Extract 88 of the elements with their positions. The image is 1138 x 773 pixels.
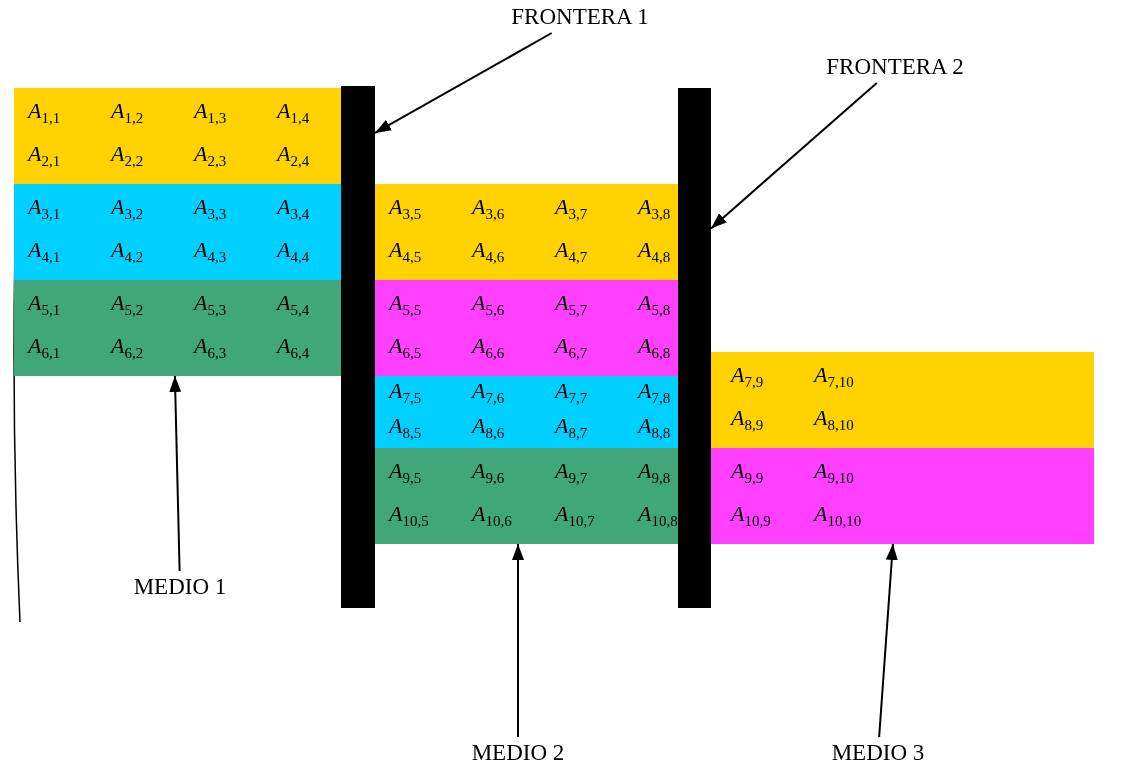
matrix-entry: A$_{2,3}$ bbox=[194, 140, 228, 172]
medium-label: MEDIO 3 bbox=[808, 740, 948, 766]
matrix-entry: A$_{8,6}$ bbox=[472, 412, 506, 444]
matrix-entry: A$_{9,9}$ bbox=[731, 457, 765, 489]
matrix-entry: A$_{5,6}$ bbox=[472, 289, 506, 321]
matrix-entry: A$_{8,7}$ bbox=[555, 412, 589, 444]
matrix-entry: A$_{2,2}$ bbox=[111, 140, 145, 172]
matrix-entry: A$_{6,1}$ bbox=[28, 332, 62, 364]
matrix-entry: A$_{2,1}$ bbox=[28, 140, 62, 172]
boundary-bar bbox=[341, 86, 375, 608]
matrix-entry: A$_{4,3}$ bbox=[194, 236, 228, 268]
matrix-entry: A$_{3,1}$ bbox=[28, 193, 62, 225]
matrix-entry: A$_{10,9}$ bbox=[731, 500, 772, 532]
matrix-entry: A$_{6,6}$ bbox=[472, 332, 506, 364]
matrix-entry: A$_{3,2}$ bbox=[111, 193, 145, 225]
boundary-bar bbox=[678, 88, 711, 608]
matrix-entry: A$_{7,9}$ bbox=[731, 361, 765, 393]
matrix-entry: A$_{1,1}$ bbox=[28, 97, 62, 129]
color-band bbox=[375, 448, 678, 544]
matrix-entry: A$_{6,7}$ bbox=[555, 332, 589, 364]
matrix-entry: A$_{5,1}$ bbox=[28, 289, 62, 321]
matrix-entry: A$_{10,8}$ bbox=[638, 500, 679, 532]
matrix-entry: A$_{8,8}$ bbox=[638, 412, 672, 444]
matrix-entry: A$_{10,5}$ bbox=[389, 500, 430, 532]
matrix-entry: A$_{3,3}$ bbox=[194, 193, 228, 225]
color-band bbox=[375, 280, 678, 376]
medium-label: FRONTERA 2 bbox=[800, 54, 990, 80]
medium-label: MEDIO 2 bbox=[448, 740, 588, 766]
color-band bbox=[711, 352, 1094, 448]
matrix-entry: A$_{10,10}$ bbox=[814, 500, 863, 532]
matrix-entry: A$_{10,7}$ bbox=[555, 500, 596, 532]
arrow bbox=[512, 543, 524, 738]
color-band bbox=[14, 184, 341, 280]
matrix-entry: A$_{5,3}$ bbox=[194, 289, 228, 321]
matrix-entry: A$_{4,1}$ bbox=[28, 236, 62, 268]
medium-label: MEDIO 1 bbox=[110, 574, 250, 600]
color-band bbox=[711, 448, 1094, 544]
matrix-entry: A$_{10,6}$ bbox=[472, 500, 513, 532]
matrix-entry: A$_{1,3}$ bbox=[194, 97, 228, 129]
matrix-entry: A$_{5,4}$ bbox=[277, 289, 311, 321]
arrow bbox=[710, 82, 878, 230]
medium-block bbox=[711, 352, 1094, 544]
matrix-entry: A$_{9,6}$ bbox=[472, 457, 506, 489]
color-band bbox=[14, 280, 341, 376]
color-band bbox=[14, 88, 341, 184]
matrix-entry: A$_{4,5}$ bbox=[389, 236, 423, 268]
matrix-entry: A$_{7,10}$ bbox=[814, 361, 855, 393]
medium-block bbox=[375, 184, 678, 544]
matrix-entry: A$_{3,6}$ bbox=[472, 193, 506, 225]
arrow bbox=[374, 32, 553, 134]
color-band bbox=[375, 184, 678, 280]
matrix-entry: A$_{5,2}$ bbox=[111, 289, 145, 321]
matrix-entry: A$_{8,9}$ bbox=[731, 404, 765, 436]
matrix-entry: A$_{3,5}$ bbox=[389, 193, 423, 225]
arrow bbox=[878, 543, 898, 738]
matrix-entry: A$_{8,5}$ bbox=[389, 412, 423, 444]
matrix-entry: A$_{3,4}$ bbox=[277, 193, 311, 225]
matrix-entry: A$_{7,8}$ bbox=[638, 377, 672, 409]
matrix-entry: A$_{8,10}$ bbox=[814, 404, 855, 436]
matrix-entry: A$_{4,2}$ bbox=[111, 236, 145, 268]
matrix-entry: A$_{6,3}$ bbox=[194, 332, 228, 364]
matrix-entry: A$_{3,7}$ bbox=[555, 193, 589, 225]
matrix-entry: A$_{1,4}$ bbox=[277, 97, 311, 129]
medium-block bbox=[14, 88, 341, 376]
matrix-entry: A$_{9,5}$ bbox=[389, 457, 423, 489]
matrix-entry: A$_{1,2}$ bbox=[111, 97, 145, 129]
matrix-entry: A$_{2,4}$ bbox=[277, 140, 311, 172]
matrix-entry: A$_{4,6}$ bbox=[472, 236, 506, 268]
matrix-entry: A$_{7,6}$ bbox=[472, 377, 506, 409]
matrix-entry: A$_{6,8}$ bbox=[638, 332, 672, 364]
matrix-entry: A$_{5,8}$ bbox=[638, 289, 672, 321]
medium-label: FRONTERA 1 bbox=[490, 4, 670, 30]
matrix-entry: A$_{4,4}$ bbox=[277, 236, 311, 268]
matrix-entry: A$_{6,2}$ bbox=[111, 332, 145, 364]
matrix-entry: A$_{9,10}$ bbox=[814, 457, 855, 489]
matrix-entry: A$_{5,5}$ bbox=[389, 289, 423, 321]
matrix-entry: A$_{5,7}$ bbox=[555, 289, 589, 321]
matrix-entry: A$_{3,8}$ bbox=[638, 193, 672, 225]
matrix-entry: A$_{7,7}$ bbox=[555, 377, 589, 409]
matrix-entry: A$_{9,8}$ bbox=[638, 457, 672, 489]
matrix-entry: A$_{9,7}$ bbox=[555, 457, 589, 489]
matrix-entry: A$_{4,7}$ bbox=[555, 236, 589, 268]
color-band bbox=[375, 376, 678, 448]
matrix-entry: A$_{6,5}$ bbox=[389, 332, 423, 364]
arrow bbox=[169, 375, 182, 572]
matrix-entry: A$_{6,4}$ bbox=[277, 332, 311, 364]
matrix-entry: A$_{7,5}$ bbox=[389, 377, 423, 409]
matrix-entry: A$_{4,8}$ bbox=[638, 236, 672, 268]
